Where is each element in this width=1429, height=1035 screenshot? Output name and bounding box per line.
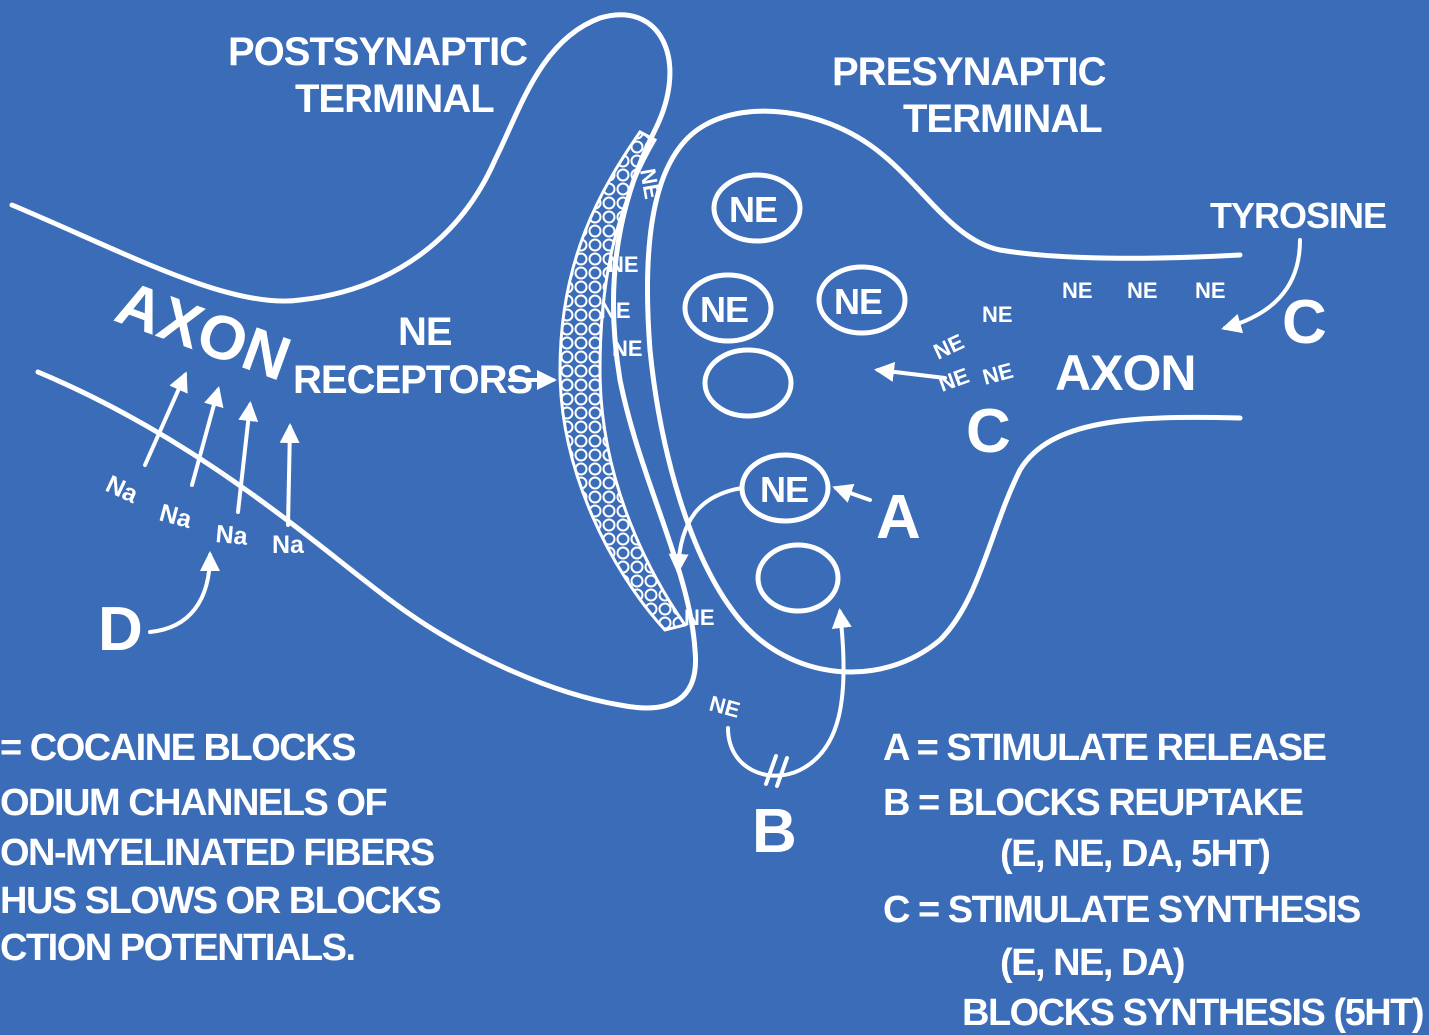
ne-receptors-label-2: RECEPTORS [293, 358, 533, 402]
block-mark-2 [777, 758, 787, 786]
postsynaptic-label-2: TERMINAL [295, 77, 494, 121]
legend-right-line: (E, NE, DA, 5HT) [1000, 833, 1269, 875]
vesicle-ne-label: NE [700, 289, 748, 330]
ne-cleft-3: NE [600, 298, 631, 323]
presynaptic-label-2: TERMINAL [903, 97, 1102, 141]
postsynaptic-label: POSTSYNAPTIC [228, 30, 527, 74]
ne-cleft-6: NE [707, 691, 743, 723]
letter-c-right: C [1282, 288, 1327, 357]
a-arrow [836, 488, 870, 500]
na-arrow-4 [288, 427, 290, 525]
legend-right-line: A = STIMULATE RELEASE [883, 727, 1326, 769]
ne-axon-4: NE [980, 358, 1016, 390]
ne-axon-2: NE [982, 302, 1013, 327]
vesicle-empty [705, 350, 791, 416]
ne-axon-6: NE [1127, 278, 1158, 303]
legend-left-line: HUS SLOWS OR BLOCKS [0, 880, 440, 922]
na-label-3: Na [214, 520, 249, 551]
ne-cleft-1: NE [635, 167, 665, 201]
release-arrow [678, 488, 742, 570]
na-label-4: Na [272, 531, 305, 559]
letter-b: B [752, 797, 797, 866]
axon-right-label: AXON [1055, 345, 1195, 401]
ne-axon-5: NE [1062, 278, 1093, 303]
legend-right-line: C = STIMULATE SYNTHESIS [883, 889, 1360, 931]
letter-c-center: C [966, 397, 1011, 466]
legend-left-line: ON-MYELINATED FIBERS [0, 832, 434, 874]
ne-cleft-4: NE [612, 336, 643, 361]
legend-right-line: BLOCKS SYNTHESIS (5HT) [962, 992, 1423, 1034]
ne-axon-7: NE [1195, 278, 1226, 303]
ne-cleft-5: NE [684, 605, 715, 630]
legend-right: A = STIMULATE RELEASE B = BLOCKS REUPTAK… [883, 727, 1423, 1034]
vesicle-empty [758, 545, 838, 611]
vesicle-ne-label: NE [729, 189, 777, 230]
presynaptic-label: PRESYNAPTIC [832, 50, 1106, 94]
legend-left: = COCAINE BLOCKS ODIUM CHANNELS OF ON-MY… [0, 727, 440, 969]
letter-d: D [98, 595, 143, 664]
na-arrow-1 [145, 375, 185, 465]
legend-left-line: ODIUM CHANNELS OF [0, 782, 386, 824]
d-arrow [150, 555, 210, 632]
tyrosine-label: TYROSINE [1210, 195, 1386, 236]
ne-cleft-2: NE [608, 252, 639, 277]
legend-left-line: CTION POTENTIALS. [0, 927, 355, 969]
na-label-1: Na [101, 470, 143, 509]
na-arrow-3 [238, 405, 250, 512]
legend-right-line: B = BLOCKS REUPTAKE [883, 782, 1303, 824]
legend-left-line: = COCAINE BLOCKS [0, 727, 355, 769]
ne-receptors-label: NE [398, 310, 452, 354]
vesicle-ne-label: NE [834, 281, 882, 322]
block-mark-1 [766, 756, 776, 784]
reuptake-arrow [728, 612, 844, 776]
legend-right-line: (E, NE, DA) [1000, 942, 1184, 984]
na-label-2: Na [156, 499, 195, 535]
letter-a: A [876, 483, 921, 552]
vesicle-ne-label: NE [760, 469, 808, 510]
ne-axon-1: NE [930, 329, 968, 365]
ne-axon-3: NE [935, 363, 972, 397]
